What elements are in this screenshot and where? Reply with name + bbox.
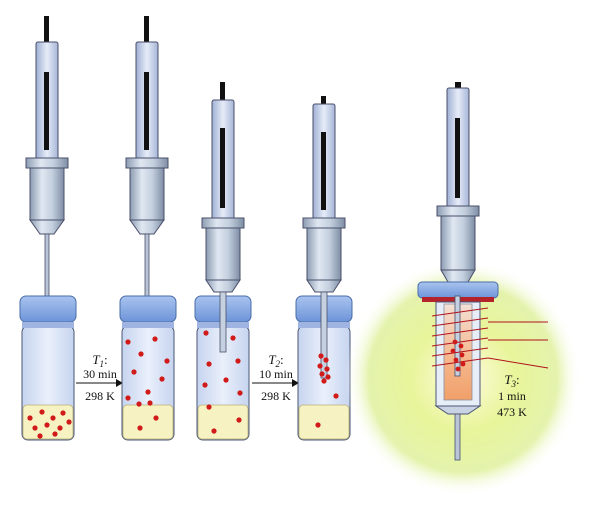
step-2-label: T2: xyxy=(268,352,283,369)
vial-1-particles xyxy=(27,409,72,439)
arrow-step-2 xyxy=(252,379,299,387)
syringe-2 xyxy=(125,16,169,297)
vial-4 xyxy=(295,291,353,441)
heated-particles xyxy=(450,339,466,372)
vial-3-particles xyxy=(202,330,243,434)
step-3-temperature: 473 K xyxy=(497,405,527,419)
step-1-duration: 30 min xyxy=(83,367,117,381)
vial-3 xyxy=(194,291,252,441)
heater-coil xyxy=(431,307,549,369)
step-2-duration: 10 min xyxy=(259,367,293,381)
vial-4-particles xyxy=(315,353,339,428)
vial-2 xyxy=(119,295,177,441)
arrow-step-1 xyxy=(76,379,123,387)
syringe-1 xyxy=(25,16,69,297)
step-3-duration: 1 min xyxy=(498,389,526,403)
syringe-4 xyxy=(302,96,346,293)
syringe-5 xyxy=(436,82,480,283)
vial-2-particles xyxy=(125,336,170,431)
step-3-label: T3: xyxy=(504,372,519,389)
step-1-label: T1: xyxy=(92,352,107,369)
step-1-temperature: 298 K xyxy=(85,389,115,403)
syringe-3 xyxy=(201,82,245,293)
step-2-temperature: 298 K xyxy=(261,389,291,403)
